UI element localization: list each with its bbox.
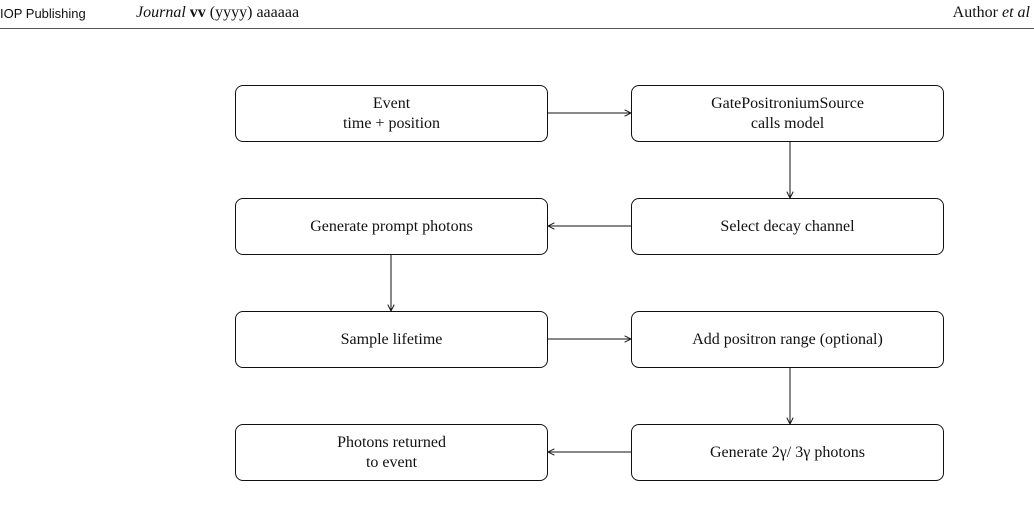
node-positronium-source: GatePositroniumSource calls model	[631, 85, 944, 142]
journal-name: Journal	[136, 4, 186, 21]
node-decay-label: Select decay channel	[720, 217, 855, 235]
node-prompt-label: Generate prompt photons	[310, 217, 473, 235]
node-returned-line2: to event	[365, 453, 418, 471]
node-sample-lifetime: Sample lifetime	[235, 311, 548, 368]
running-author: Author et al	[953, 4, 1030, 22]
node-photons-returned: Photons returned to event	[235, 424, 548, 481]
node-range-label: Add positron range (optional)	[692, 330, 883, 348]
node-generate-gamma-photons: Generate 2γ/ 3γ photons	[631, 424, 944, 481]
node-source-line1: GatePositroniumSource	[711, 94, 864, 112]
node-generate-prompt-photons: Generate prompt photons	[235, 198, 548, 255]
publisher-label: IOP Publishing	[0, 6, 86, 21]
node-select-decay-channel: Select decay channel	[631, 198, 944, 255]
author-etal: et al	[1002, 4, 1030, 21]
page-header: IOP Publishing Journal vv (yyyy) aaaaaa …	[0, 0, 1034, 28]
node-event-line2: time + position	[342, 114, 441, 132]
node-add-positron-range: Add positron range (optional)	[631, 311, 944, 368]
node-event: Event time + position	[235, 85, 548, 142]
node-returned-line1: Photons returned	[337, 433, 446, 451]
journal-year-pages: (yyyy) aaaaaa	[205, 4, 300, 21]
author-name: Author	[952, 4, 998, 21]
node-gen-label: Generate 2γ/ 3γ photons	[710, 443, 865, 461]
journal-reference: Journal vv (yyyy) aaaaaa	[136, 4, 299, 22]
header-rule	[0, 28, 1034, 29]
journal-volume: vv	[189, 4, 206, 21]
node-event-line1: Event	[372, 94, 411, 112]
node-source-line2: calls model	[750, 114, 825, 132]
node-lifetime-label: Sample lifetime	[340, 330, 443, 348]
